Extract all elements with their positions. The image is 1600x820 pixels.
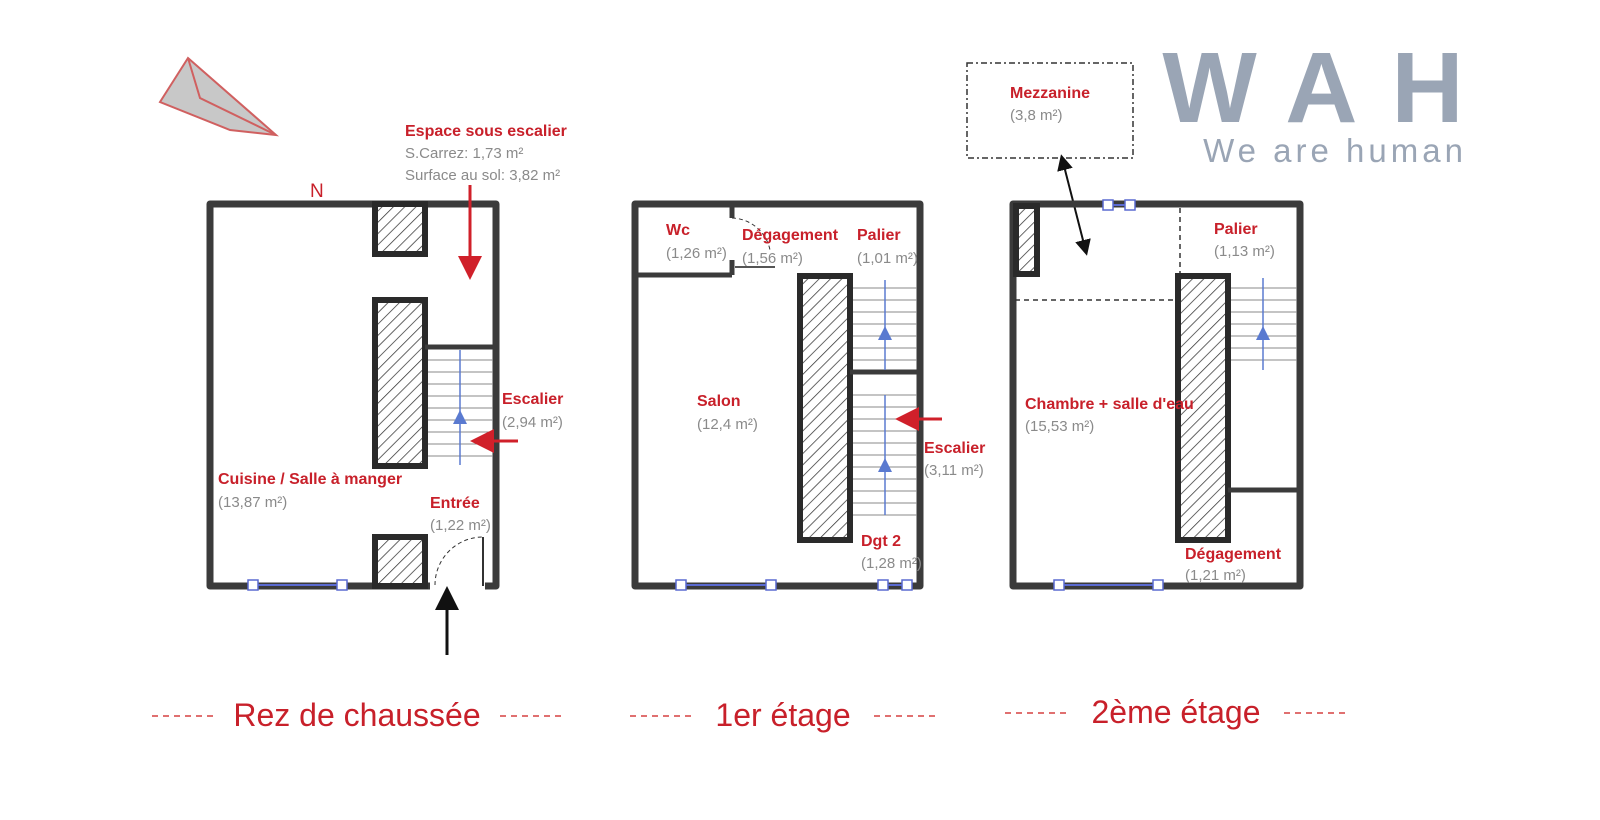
wall-core xyxy=(1175,273,1231,543)
floor-title: 1er étage xyxy=(715,697,850,733)
room-area: (15,53 m²) xyxy=(1025,418,1094,435)
room-area: (12,4 m²) xyxy=(697,416,758,433)
wall-core xyxy=(797,273,853,543)
window xyxy=(675,579,777,591)
room-name: Dégagement xyxy=(742,227,839,244)
room-name: Palier xyxy=(1214,221,1258,238)
wah-logo: WAH We are human xyxy=(1162,32,1497,169)
window xyxy=(1102,199,1136,211)
window xyxy=(877,579,913,591)
annotation-carrez: S.Carrez: 1,73 m² xyxy=(405,145,523,162)
north-label: N xyxy=(310,181,324,202)
stair-up-arrow-icon xyxy=(878,458,892,472)
room-name: Salon xyxy=(697,393,741,410)
room-name: Escalier xyxy=(924,440,985,457)
staircase xyxy=(428,350,493,465)
annotation-name: Espace sous escalier xyxy=(405,123,567,140)
mezzanine-outline xyxy=(966,62,1134,159)
room-area: (3,11 m²) xyxy=(924,462,984,479)
room-area: (13,87 m²) xyxy=(218,494,287,511)
room-name: Chambre + salle d'eau xyxy=(1025,396,1194,413)
staircase xyxy=(1231,278,1297,370)
room-area: (1,28 m²) xyxy=(861,555,922,572)
room-area: (2,94 m²) xyxy=(502,414,563,431)
compass-icon xyxy=(158,56,280,137)
plan-1er-etage: Wc (1,26 m²) Dégagement (1,56 m²) Palier… xyxy=(630,200,985,733)
logo-tagline: We are human xyxy=(1203,132,1467,169)
pillar xyxy=(372,201,428,257)
stair-up-arrow-icon xyxy=(878,326,892,340)
entrance-door xyxy=(430,536,485,592)
room-name: Entrée xyxy=(430,495,480,512)
room-area: (1,56 m²) xyxy=(742,250,803,267)
pillar xyxy=(372,534,428,589)
staircase xyxy=(853,280,917,516)
floor-title: Rez de chaussée xyxy=(233,697,480,733)
room-name: Dgt 2 xyxy=(861,533,901,550)
room-area: (1,21 m²) xyxy=(1185,567,1246,584)
room-name: Cuisine / Salle à manger xyxy=(218,471,402,488)
room-name: Dégagement xyxy=(1185,546,1282,563)
pillar xyxy=(1013,203,1040,277)
plan-2eme-etage: Mezzanine (3,8 m²) Palier (1,13 m²) Cham… xyxy=(966,62,1347,730)
room-area: (3,8 m²) xyxy=(1010,107,1063,124)
room-area: (1,26 m²) xyxy=(666,245,727,262)
room-area: (1,22 m²) xyxy=(430,517,491,534)
window xyxy=(1053,579,1164,591)
window xyxy=(247,579,348,591)
room-name: Escalier xyxy=(502,391,563,408)
room-name: Mezzanine xyxy=(1010,85,1090,102)
room-name: Wc xyxy=(666,222,690,239)
stair-up-arrow-icon xyxy=(453,410,467,424)
annotation-sol: Surface au sol: 3,82 m² xyxy=(405,167,560,184)
plan-rez-de-chaussee: N Espace sous escalier S.Carrez: 1,73 m²… xyxy=(152,123,567,733)
stair-up-arrow-icon xyxy=(1256,326,1270,340)
wall-core xyxy=(372,297,428,469)
room-area: (1,01 m²) xyxy=(857,250,918,267)
logo-text: WAH xyxy=(1162,32,1497,144)
room-area: (1,13 m²) xyxy=(1214,243,1275,260)
room-name: Palier xyxy=(857,227,901,244)
floor-title: 2ème étage xyxy=(1091,694,1260,730)
